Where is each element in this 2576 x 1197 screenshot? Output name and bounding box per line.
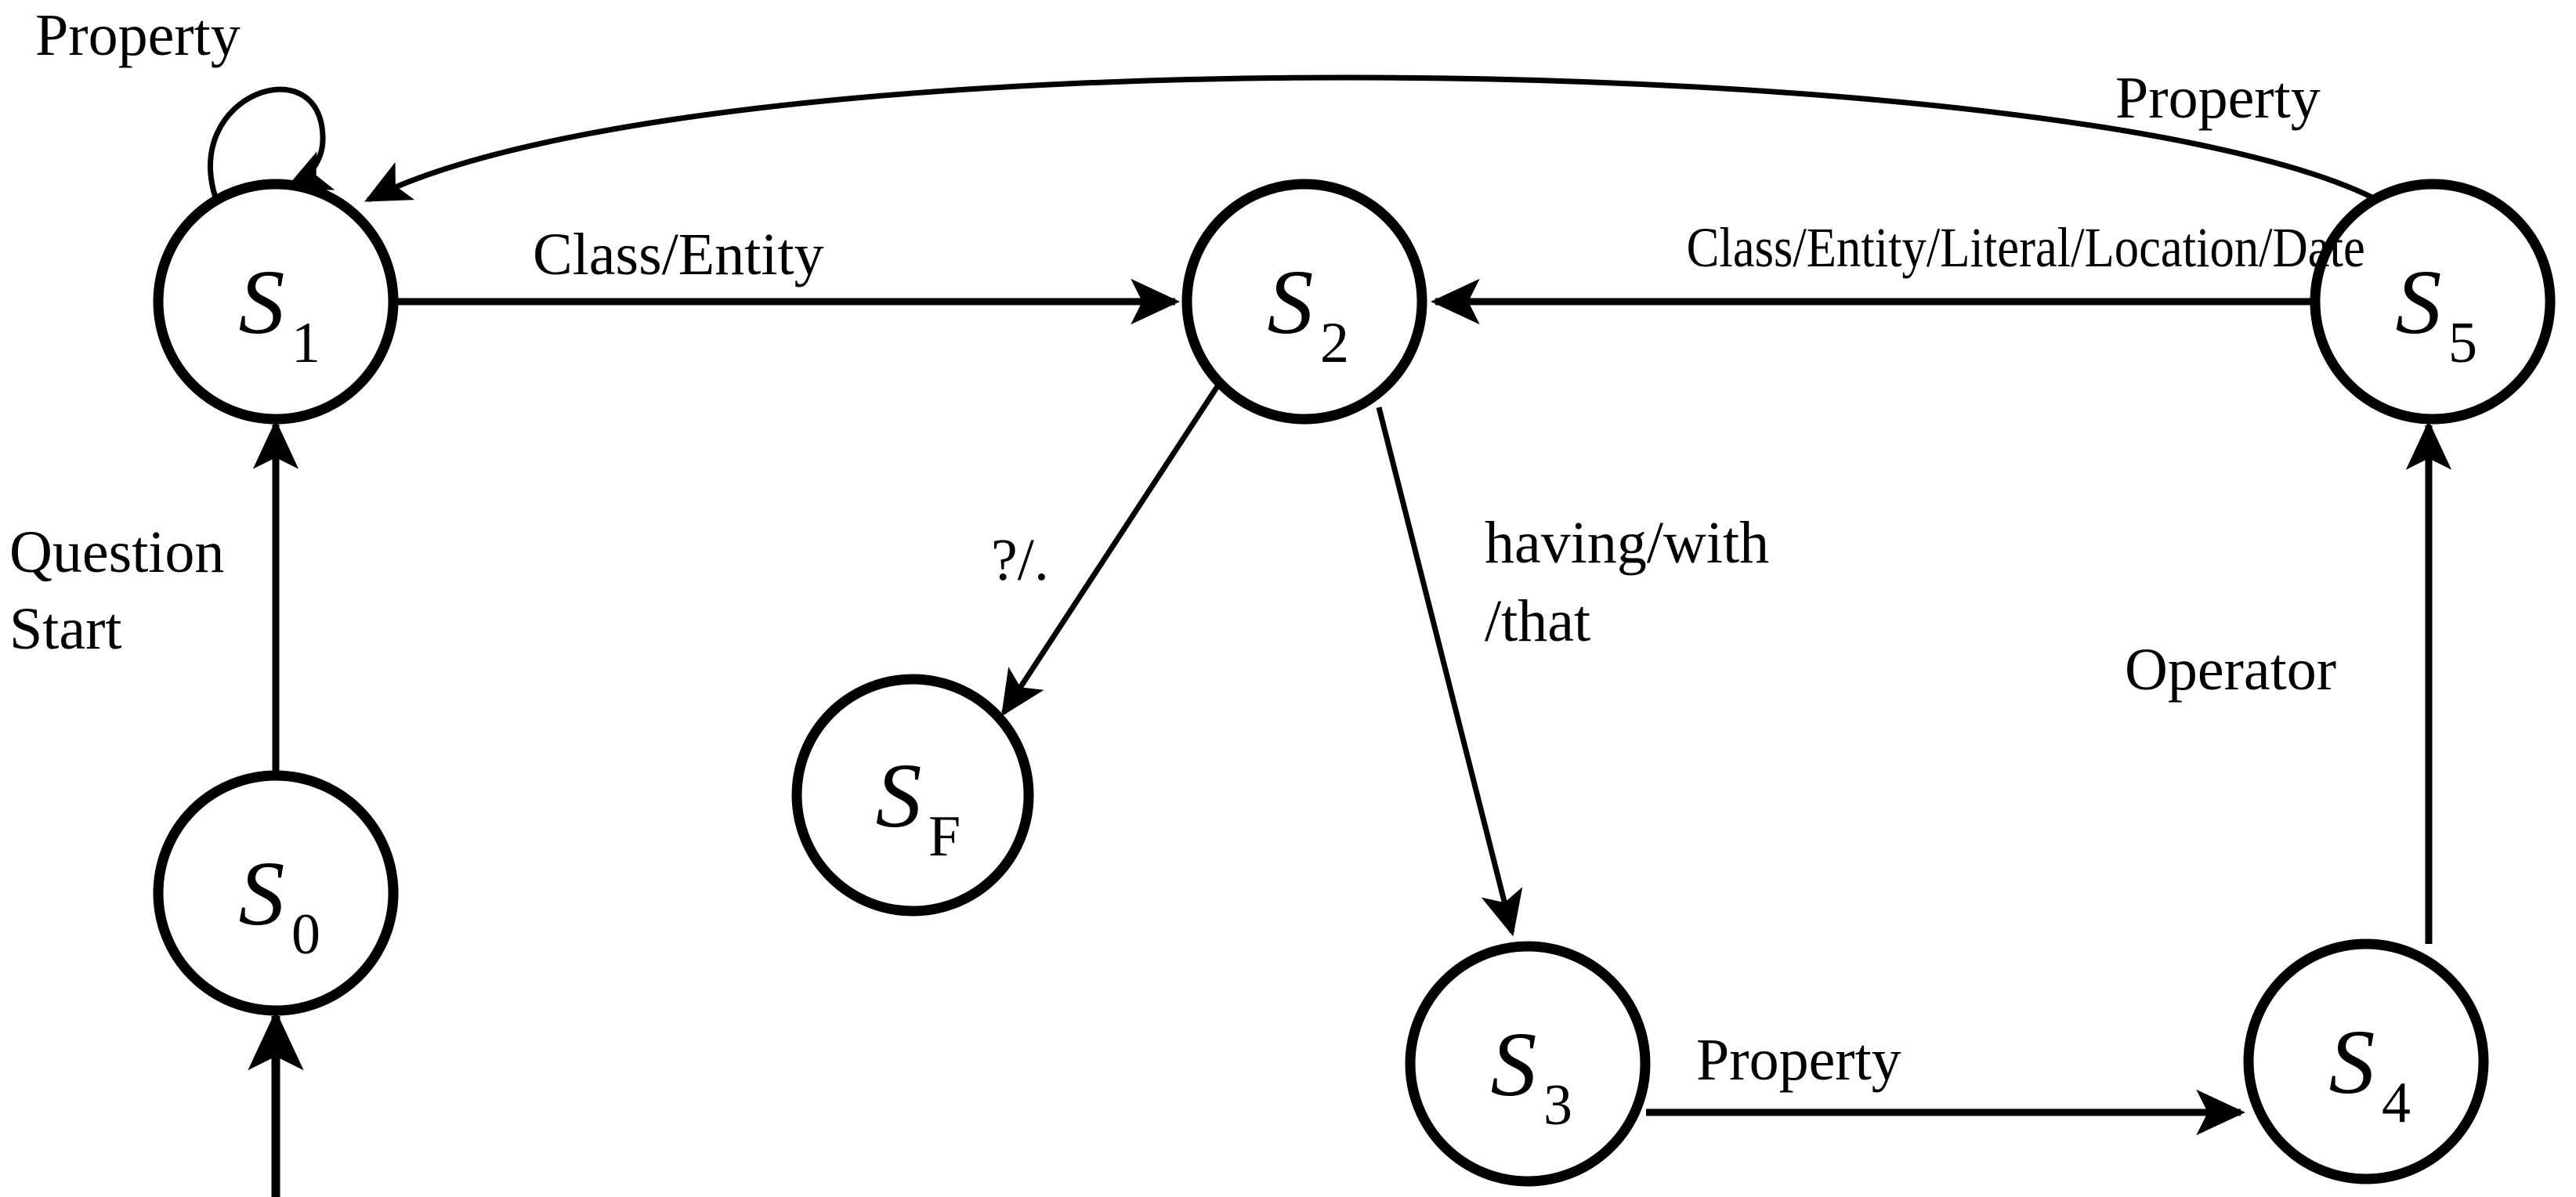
state-sublabel-s0: 0 <box>291 902 320 967</box>
edge-label-question-period: ?/. <box>991 527 1049 593</box>
edge-label-property-s5-s1: Property <box>2115 65 2321 131</box>
state-label-s3: S <box>1491 1013 1537 1116</box>
state-sublabel-s3: 3 <box>1543 1073 1572 1137</box>
state-node-s1[interactable] <box>153 179 399 425</box>
state-label-s0: S <box>239 842 285 945</box>
state-label-sf: S <box>876 744 922 847</box>
edge-label-operator: Operator <box>2125 637 2336 703</box>
edge-label-s1-self-loop: Property <box>35 2 241 68</box>
edge-label-question-start-line1: Question <box>9 519 224 585</box>
state-label-s1: S <box>239 251 285 353</box>
edge-label-property-s3-s4: Property <box>1696 1027 1901 1093</box>
state-sublabel-s4: 4 <box>2382 1071 2411 1135</box>
state-node-s0[interactable] <box>153 770 399 1016</box>
edge-s2-to-sf <box>1000 382 1221 717</box>
state-label-s4: S <box>2329 1011 2375 1113</box>
edge-label-slash-that: /that <box>1485 588 1590 654</box>
state-sublabel-s5: 5 <box>2448 311 2477 375</box>
state-sublabel-s1: 1 <box>291 311 320 375</box>
state-label-s5: S <box>2396 251 2442 353</box>
edge-label-class-entity: Class/Entity <box>533 222 824 287</box>
state-node-sf[interactable] <box>791 674 1034 917</box>
state-node-s2[interactable] <box>1181 179 1427 425</box>
state-node-s4[interactable] <box>2243 938 2489 1184</box>
state-label-s2: S <box>1268 251 1314 353</box>
edge-s5-to-s1 <box>364 74 2375 203</box>
state-sublabel-s2: 2 <box>1320 311 1349 375</box>
edge-s1-self-loop <box>208 86 335 201</box>
edge-label-question-start-line2: Start <box>9 596 122 662</box>
edge-s2-to-s3 <box>1376 407 1523 937</box>
edge-label-class-entity-literal-location-date: Class/Entity/Literal/Location/Date <box>1687 216 2365 279</box>
state-sublabel-sf: F <box>928 805 961 869</box>
edge-label-having-with: having/with <box>1485 510 1769 576</box>
state-node-s5[interactable] <box>2310 179 2556 425</box>
state-node-s3[interactable] <box>1405 941 1651 1187</box>
